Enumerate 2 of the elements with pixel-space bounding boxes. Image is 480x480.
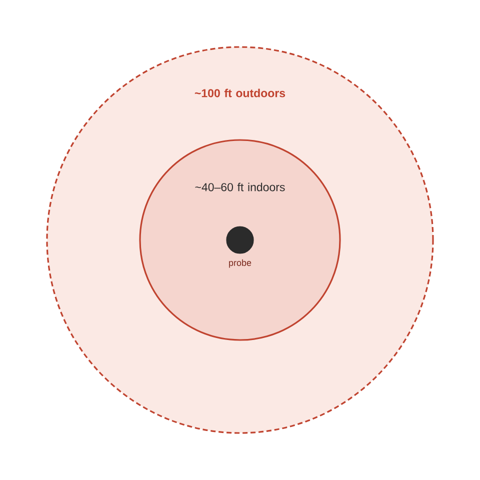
probe-dot [226,226,254,254]
probe-label: probe [229,259,252,268]
